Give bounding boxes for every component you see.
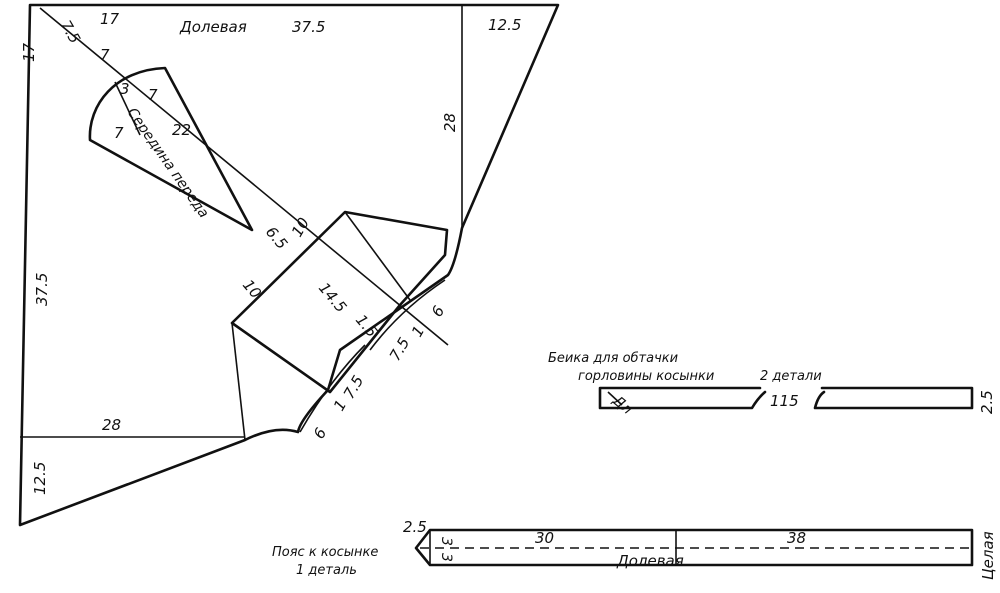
- left-top-label: 17: [20, 42, 38, 62]
- binding-strip-right: [813, 386, 974, 410]
- belt-caption-line2: 1 деталь: [296, 563, 357, 578]
- main-pattern-outline: [18, 3, 560, 527]
- diag-7-label: 7: [100, 46, 110, 64]
- right-vertical-label: 28: [441, 113, 459, 132]
- bottom-horizontal-label: 28: [102, 416, 121, 434]
- lower-wedge-left: [231, 322, 246, 441]
- arc-7-right-label: 7: [148, 86, 158, 104]
- central-divider: [344, 211, 411, 301]
- arc-7-left-label: 7: [114, 124, 124, 142]
- left-middle-label: 37.5: [33, 273, 51, 306]
- mid-14-5-label: 14.5: [315, 279, 350, 316]
- corner-small-label: 7.5: [57, 17, 85, 47]
- upper-seam-curve: [369, 279, 446, 351]
- binding-strip-left: [598, 386, 767, 410]
- belt-length-30: 30: [535, 529, 554, 547]
- long-diagonal-line: [39, 7, 449, 346]
- grain-label: Долевая: [179, 18, 247, 36]
- mid-6-5-label: 6.5: [262, 223, 291, 253]
- belt-side-3b: 3: [438, 553, 454, 562]
- left-bottom-label: 12.5: [31, 462, 49, 495]
- arc-22-label: 22: [172, 121, 191, 139]
- binding-width-label: 2.5: [978, 390, 996, 414]
- binding-length-label: 115: [770, 392, 799, 410]
- belt: Пояс к косынке 1 деталь 2.5 3 3 30 38 До…: [272, 518, 997, 580]
- belt-tip-label: 2.5: [403, 518, 427, 536]
- binding-strip: Беика для обтачки горловины косынки 2 де…: [548, 351, 996, 418]
- slant-1-lower-label: 1: [330, 397, 350, 414]
- top-left-label: 17: [100, 10, 120, 28]
- belt-whole-label: Целая: [979, 531, 997, 580]
- belt-grain-label: Долевая: [616, 552, 684, 570]
- binding-caption-count: 2 детали: [760, 369, 822, 384]
- slant-6-lower-label: 6: [310, 425, 330, 442]
- top-right-label: 12.5: [488, 16, 521, 34]
- belt-side-3a: 3: [438, 537, 454, 546]
- binding-caption-line2: горловины косынки: [578, 369, 714, 384]
- mid-10-upper-label: 10: [288, 214, 313, 240]
- binding-caption-line1: Беика для обтачки: [548, 351, 678, 366]
- mid-1-5-label: 1.5: [352, 311, 381, 341]
- slant-6-upper-label: 6: [428, 303, 448, 320]
- grain-value: 37.5: [292, 18, 325, 36]
- center-front-label: Середина переда: [124, 105, 212, 221]
- slant-7-5-lower-label: 7.5: [340, 372, 368, 402]
- neckline-sector: [88, 66, 254, 232]
- belt-caption-line1: Пояс к косынке: [272, 545, 378, 560]
- lower-wedge-divider: [231, 322, 331, 393]
- belt-length-38: 38: [787, 529, 806, 547]
- belt-outline: [414, 528, 974, 567]
- mid-10-left-label: 10: [239, 276, 265, 302]
- sector-inner-line: [114, 81, 141, 136]
- grain-arrow: [607, 391, 623, 406]
- arc-3-label: 3: [120, 80, 130, 98]
- slant-7-5-upper-label: 7.5: [386, 334, 414, 364]
- lower-seam-curve: [299, 344, 366, 433]
- main-pattern: [18, 3, 560, 527]
